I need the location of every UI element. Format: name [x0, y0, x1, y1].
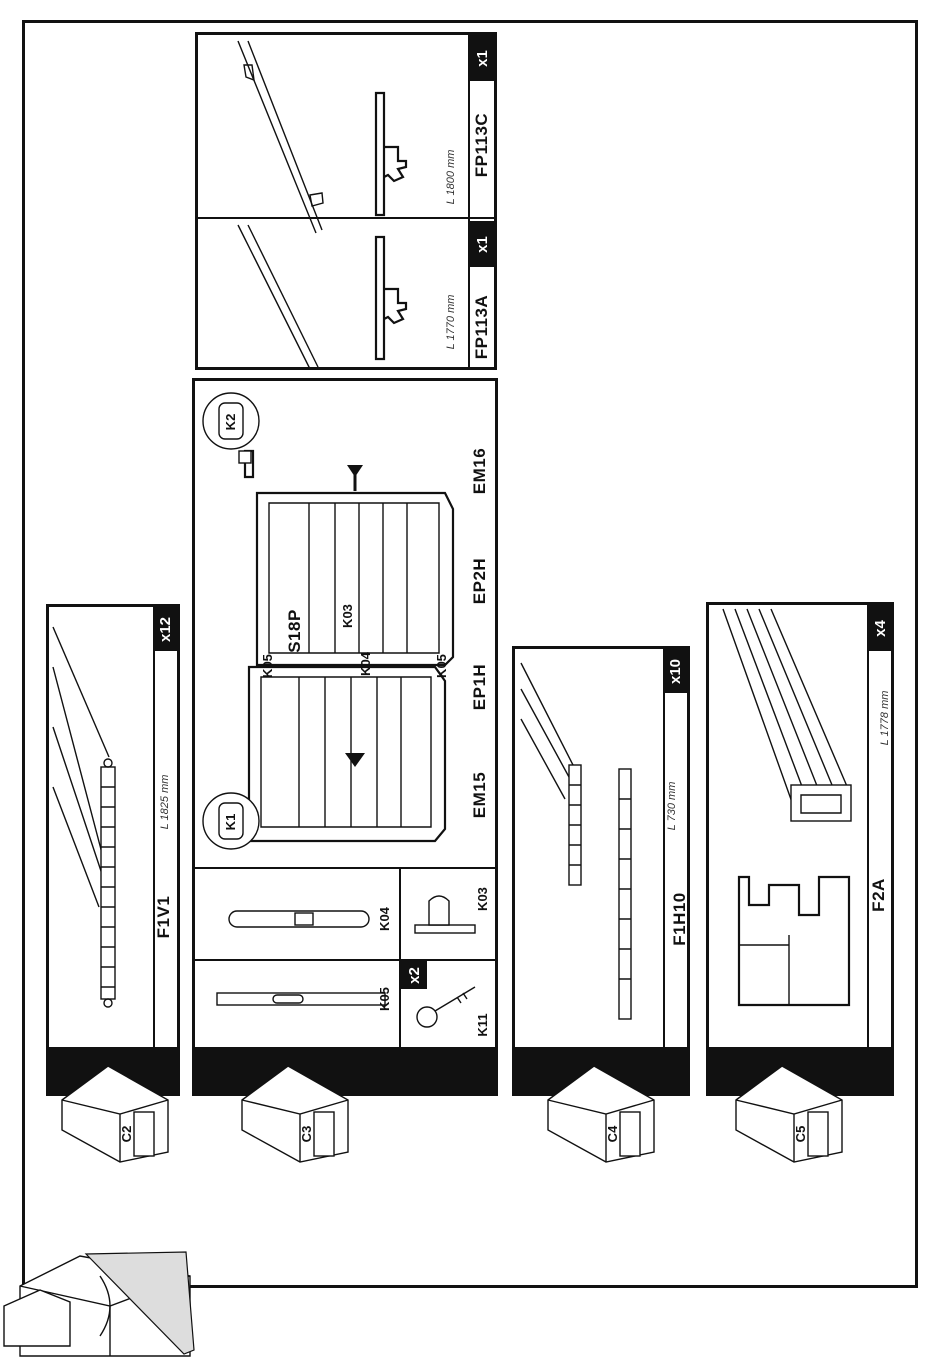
c3-box-icon: [240, 1060, 352, 1166]
k04-label: K04: [377, 899, 393, 939]
c4-box-icon: [546, 1060, 658, 1166]
product-thumbnail-icon: [0, 1246, 200, 1360]
c2-panel: x12 F1V1 L 1825 mm: [46, 604, 180, 1050]
c3-vertical-divider: [399, 869, 401, 1047]
s18p-label: S18P: [285, 601, 305, 661]
k04-handle-drawing: [225, 889, 375, 949]
em15-label: EM15: [470, 760, 490, 830]
ep1h-label: EP1H: [470, 652, 490, 722]
f1v1-length: L 1825 mm: [159, 757, 173, 847]
k1-detail-label: K1: [223, 807, 237, 837]
c5-box-label: C5: [793, 1119, 809, 1149]
c2-label-strip: [153, 607, 155, 1047]
c4-panel: x10 F1H10 L 730 mm: [512, 646, 690, 1050]
f2a-code: F2A: [869, 865, 889, 925]
f2a-qty: x4: [872, 620, 889, 637]
k11-label: K11: [475, 1005, 491, 1045]
f2a-qty-badge: x4: [869, 605, 891, 651]
k05-callout-bottom: K05: [434, 646, 448, 686]
c2-box-label: C2: [119, 1119, 135, 1149]
f2a-length: L 1778 mm: [879, 673, 893, 763]
k11-key-drawing: [413, 979, 483, 1039]
em16-rail: [239, 451, 439, 465]
k03-label: K03: [475, 879, 491, 919]
k2-detail-label: K2: [223, 407, 237, 437]
c5-panel: x4 F2A L 1778 mm: [706, 602, 894, 1050]
k05-bolt-drawing: [213, 977, 393, 1027]
c2-box-icon: [60, 1060, 172, 1166]
c3-panel: EM16 EP2H EP1H EM15 S18P K03 K04 K05 K05…: [192, 378, 498, 1050]
f1v1-code: F1V1: [154, 882, 174, 952]
k03-callout: K03: [340, 596, 354, 636]
fp113-panel: x1 FP113C L 1800 mm L 1800 mm x1 FP113A …: [195, 32, 497, 370]
f1h10-qty: x10: [668, 658, 685, 683]
k04-callout: K04: [358, 644, 372, 684]
ep2h-label: EP2H: [470, 546, 490, 616]
f1v1-qty-badge: x12: [155, 607, 177, 651]
f1v1-qty: x12: [158, 616, 175, 641]
k05-label: K05: [377, 979, 393, 1019]
c3-top-divider: [195, 867, 495, 869]
f1h10-qty-badge: x10: [665, 649, 687, 693]
c4-box-label: C4: [605, 1119, 621, 1149]
c3-mid-divider: [195, 959, 495, 961]
em16-label: EM16: [470, 436, 490, 506]
fp113a-profile-drawing: [198, 219, 494, 369]
fp113c-profile-drawing: [198, 35, 494, 217]
c5-box-icon: [734, 1060, 846, 1166]
k05-callout-top: K05: [260, 646, 274, 686]
c3-box-label: C3: [299, 1119, 315, 1149]
k03-latch-drawing: [409, 881, 479, 951]
f1v1-profile-drawing: [49, 607, 153, 1047]
f1h10-code: F1H10: [670, 884, 690, 954]
c5-label-strip: [867, 605, 869, 1047]
f1h10-profile-drawing: [515, 649, 663, 1047]
c4-label-strip: [663, 649, 665, 1047]
f2a-profile-drawing: [709, 605, 867, 1047]
f1h10-length: L 730 mm: [666, 766, 680, 846]
